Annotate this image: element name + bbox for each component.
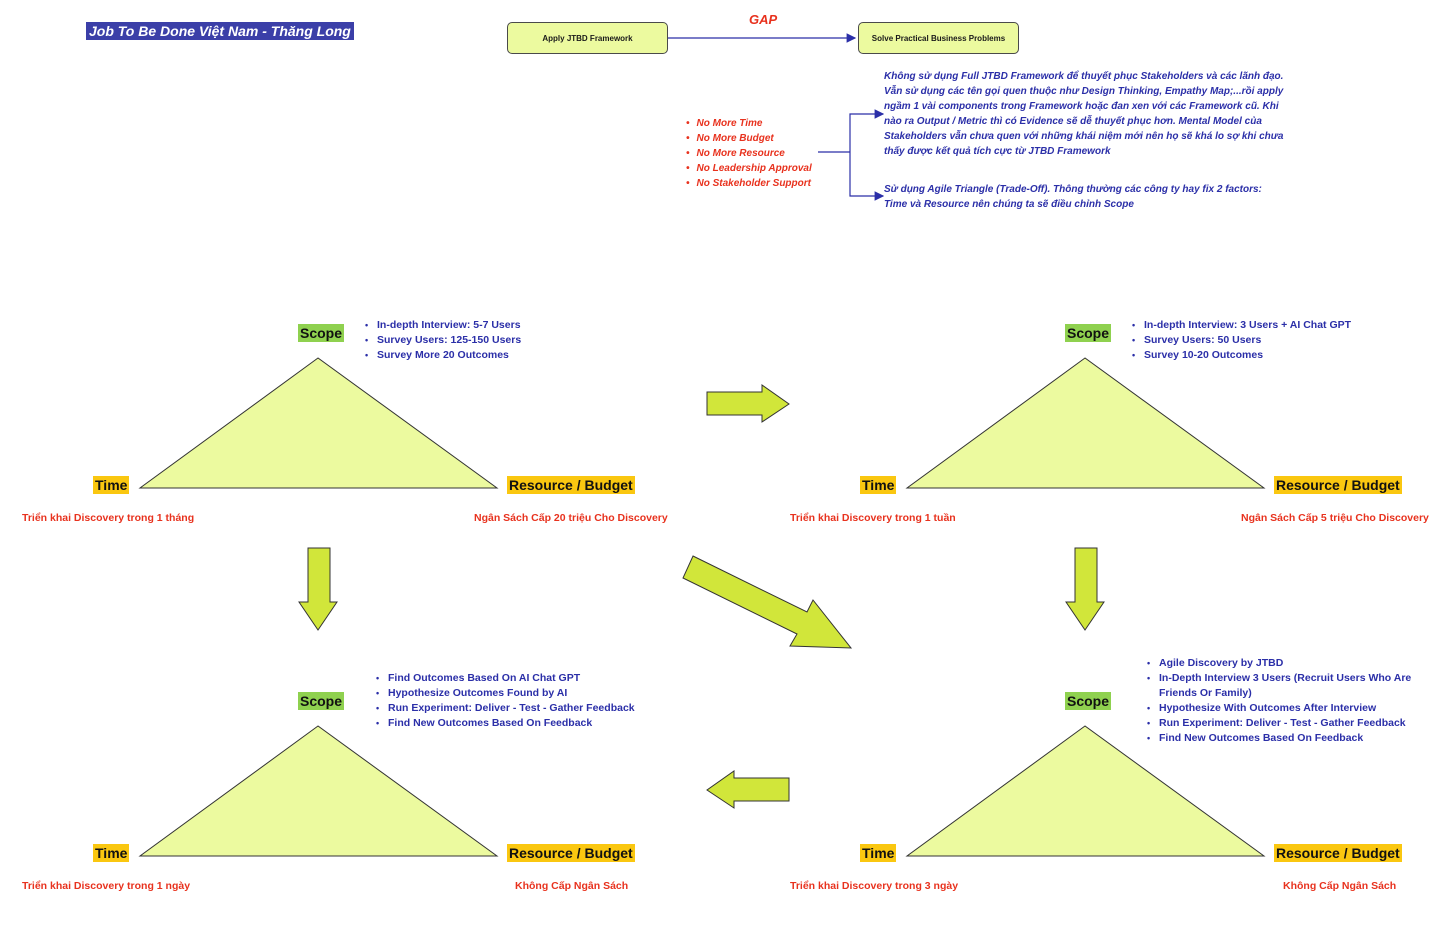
gap-label: GAP [749,12,778,27]
budget-note: Ngân Sách Cấp 20 triệu Cho Discovery [474,512,668,524]
block-arrow-right [706,384,790,423]
scope-bullets-top-left: In-depth Interview: 5-7 Users Survey Use… [365,318,665,363]
block-arrow-left [706,770,790,809]
constraint-item: No More Time [686,116,812,131]
constraint-item: No Stakeholder Support [686,176,812,191]
time-note: Triển khai Discovery trong 1 tuần [790,512,956,524]
list-item: Hypothesize Outcomes Found by AI [376,686,676,701]
time-note: Triển khai Discovery trong 3 ngày [790,880,959,892]
list-item: Find Outcomes Based On AI Chat GPT [376,671,676,686]
list-item: Survey 10-20 Outcomes [1132,348,1432,363]
block-arrow-diagonal [682,555,853,649]
solve-problems-label: Solve Practical Business Problems [871,33,1006,43]
list-item: In-Depth Interview 3 Users (Recruit User… [1147,671,1437,701]
list-item: Find New Outcomes Based On Feedback [1147,731,1437,746]
list-item: Find New Outcomes Based On Feedback [376,716,676,731]
branch-connector [818,109,885,201]
triangle-bottom-left [138,725,499,857]
note-agile-triangle: Sử dụng Agile Triangle (Trade-Off). Thôn… [884,184,1262,210]
scope-bullets-bottom-right: Agile Discovery by JTBD In-Depth Intervi… [1147,656,1437,746]
triangle-top-left [138,357,499,489]
scope-label: Scope [298,692,345,710]
list-item: In-depth Interview: 3 Users + AI Chat GP… [1132,318,1432,333]
time-label: Time [860,844,897,862]
list-item: Survey Users: 125-150 Users [365,333,665,348]
scope-label: Scope [1065,324,1112,342]
resource-budget-label: Resource / Budget [1274,844,1402,862]
resource-budget-label: Resource / Budget [1274,476,1402,494]
budget-note: Không Cấp Ngân Sách [1283,880,1397,892]
time-label: Time [860,476,897,494]
note-full-framework: Không sử dụng Full JTBD Framework để thu… [884,71,1284,157]
scope-label: Scope [298,324,345,342]
block-arrow-down-left [298,547,338,631]
apply-jtbd-label: Apply JTBD Framework [542,33,633,43]
constraint-item: No More Budget [686,131,812,146]
solve-problems-box: Solve Practical Business Problems [858,22,1019,54]
list-item: Hypothesize With Outcomes After Intervie… [1147,701,1437,716]
list-item: In-depth Interview: 5-7 Users [365,318,665,333]
scope-bullets-top-right: In-depth Interview: 3 Users + AI Chat GP… [1132,318,1432,363]
triangle-bottom-right [905,725,1266,857]
block-arrow-down-right [1065,547,1105,631]
resource-budget-label: Resource / Budget [507,476,635,494]
constraint-item: No More Resource [686,146,812,161]
budget-note: Ngân Sách Cấp 5 triệu Cho Discovery [1241,512,1429,524]
resource-budget-label: Resource / Budget [507,844,635,862]
constraint-item: No Leadership Approval [686,161,812,176]
budget-note: Không Cấp Ngân Sách [515,880,629,892]
list-item: Run Experiment: Deliver - Test - Gather … [1147,716,1437,731]
constraints-list: No More Time No More Budget No More Reso… [686,116,812,191]
triangle-top-right [905,357,1266,489]
scope-bullets-bottom-left: Find Outcomes Based On AI Chat GPT Hypot… [376,671,676,731]
scope-label: Scope [1065,692,1112,710]
list-item: Run Experiment: Deliver - Test - Gather … [376,701,676,716]
page-title: Job To Be Done Việt Nam - Thăng Long [86,22,354,40]
list-item: Survey More 20 Outcomes [365,348,665,363]
list-item: Agile Discovery by JTBD [1147,656,1437,671]
apply-jtbd-box: Apply JTBD Framework [507,22,668,54]
time-label: Time [93,844,130,862]
list-item: Survey Users: 50 Users [1132,333,1432,348]
time-note: Triển khai Discovery trong 1 ngày [22,880,191,892]
time-note: Triển khai Discovery trong 1 tháng [22,512,195,524]
time-label: Time [93,476,130,494]
